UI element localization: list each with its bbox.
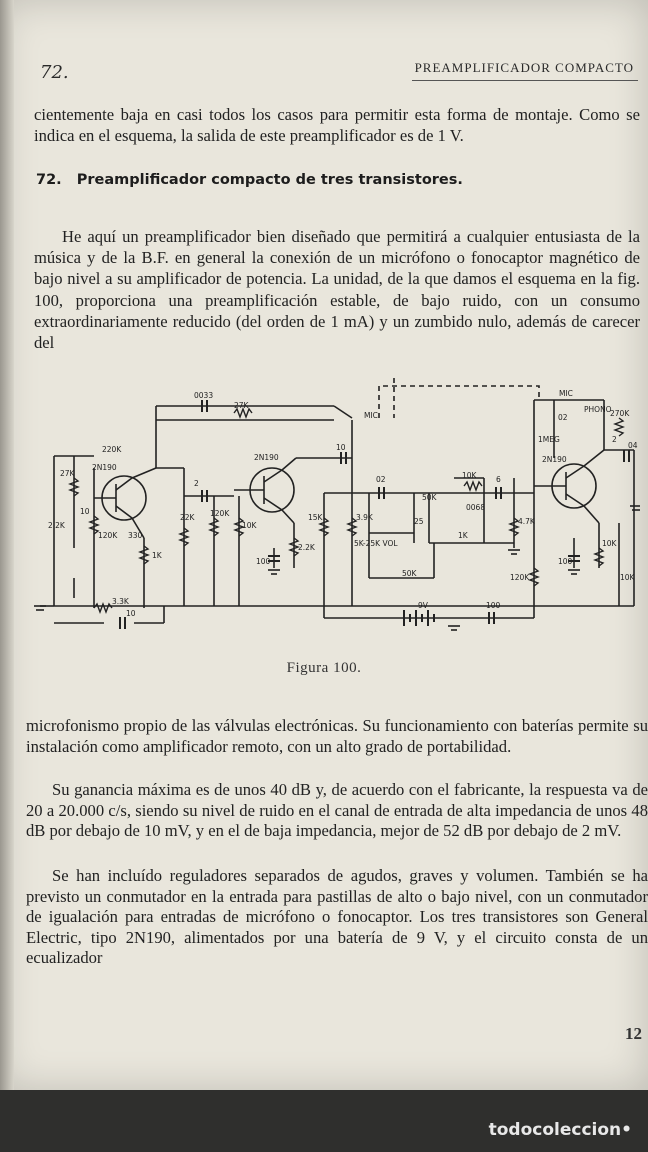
intro-paragraph: cientemente baja en casi todos los casos… (34, 105, 640, 146)
page-gutter (0, 0, 14, 1090)
label-r-3-3k: 3.3K (112, 597, 130, 606)
capacitors (119, 400, 630, 629)
label-r-220k: 220K (102, 445, 122, 454)
paragraph-4: Se han incluído reguladores separados de… (26, 866, 648, 968)
label-r-15k: 15K (308, 513, 324, 522)
label-c-10b: 10 (126, 609, 136, 618)
label-c-2a: 2 (194, 479, 199, 488)
label-r-10k3: 10K (602, 539, 618, 548)
section-number: 72. (36, 172, 62, 188)
paragraph-2: microfonismo propio de las válvulas elec… (26, 716, 648, 756)
label-phono: PHONO (584, 405, 612, 414)
label-r-4-7k: 4.7K (518, 517, 536, 526)
label-r-10k2: 10K (462, 471, 478, 480)
label-c-10a: 10 (80, 507, 90, 516)
label-r-1meg: 1MEG (538, 435, 560, 444)
figure-caption: Figura 100. (286, 660, 362, 676)
label-c-top: 0033 (194, 391, 213, 400)
label-r-1k: 1K (152, 551, 163, 560)
ground-symbols (34, 509, 640, 631)
book-page: 72. PREAMPLIFICADOR COMPACTO cientemente… (0, 0, 648, 1090)
label-r-22k: 22K (180, 513, 196, 522)
label-c-0068: 0068 (466, 503, 485, 512)
label-c-25: 25 (414, 517, 424, 526)
watermark-dot: • (621, 1120, 632, 1140)
label-mic1: MIC (364, 411, 378, 420)
section-heading: 72. Preamplificador compacto de tres tra… (36, 172, 463, 188)
paragraph-1: He aquí un preamplificador bien diseñado… (34, 227, 640, 353)
label-r-3-9k: 3.9K (356, 513, 374, 522)
paragraph-3: Su ganancia máxima es de unos 40 dB y, d… (26, 780, 648, 841)
label-c-100a: 100 (256, 557, 271, 566)
label-r-2-2k: 2.2K (48, 521, 66, 530)
schematic-wires (40, 378, 640, 624)
watermark-brand: todocoleccion (488, 1120, 622, 1140)
label-r-120k: 120K (98, 531, 118, 540)
component-labels: 0033 27K MIC MIC PHONO 270K 02 1MEG 2 2N… (48, 389, 638, 618)
running-title: PREAMPLIFICADOR COMPACTO (414, 60, 634, 75)
section-title: Preamplificador compacto de tres transis… (76, 172, 463, 188)
label-r-120k3: 120K (510, 573, 530, 582)
footer-page-number: 12 (625, 1024, 642, 1043)
label-r-10k4: 10K (620, 573, 636, 582)
label-r-top: 27K (234, 401, 250, 410)
label-r-10k: 10K (242, 521, 258, 530)
label-t2: 2N190 (254, 453, 279, 462)
header-page-number: 72. (40, 62, 69, 83)
label-c-100c: 100 (486, 601, 501, 610)
label-t3: 2N190 (542, 455, 567, 464)
label-r-27k: 27K (60, 469, 76, 478)
label-c-04: 04 (628, 441, 638, 450)
label-vol: 5K-25K VOL (354, 539, 398, 548)
label-c-100b: 100 (558, 557, 573, 566)
label-r-2-2k2: 2.2K (298, 543, 316, 552)
label-c-02b: 02 (376, 475, 386, 484)
label-mic2: MIC (559, 389, 573, 398)
label-c-02a: 02 (558, 413, 568, 422)
label-r-120k2: 120K (210, 509, 230, 518)
label-c-10c: 10 (336, 443, 346, 452)
label-bat: 9V (418, 601, 429, 610)
label-r-1k2: 1K (458, 531, 469, 540)
header-rule (412, 80, 638, 81)
label-c-2b: 2 (612, 435, 617, 444)
label-c-6: 6 (496, 475, 501, 484)
label-t1: 2N190 (92, 463, 117, 472)
resistors (68, 407, 625, 614)
label-r-270k: 270K (610, 409, 630, 418)
label-r-50k2: 50K (402, 569, 418, 578)
circuit-schematic: 0033 27K MIC MIC PHONO 270K 02 1MEG 2 2N… (34, 378, 640, 631)
label-r-50k: 50K (422, 493, 438, 502)
label-r-330: 330 (128, 531, 143, 540)
watermark-logo: todocoleccion• (489, 1120, 632, 1140)
battery (403, 610, 435, 626)
